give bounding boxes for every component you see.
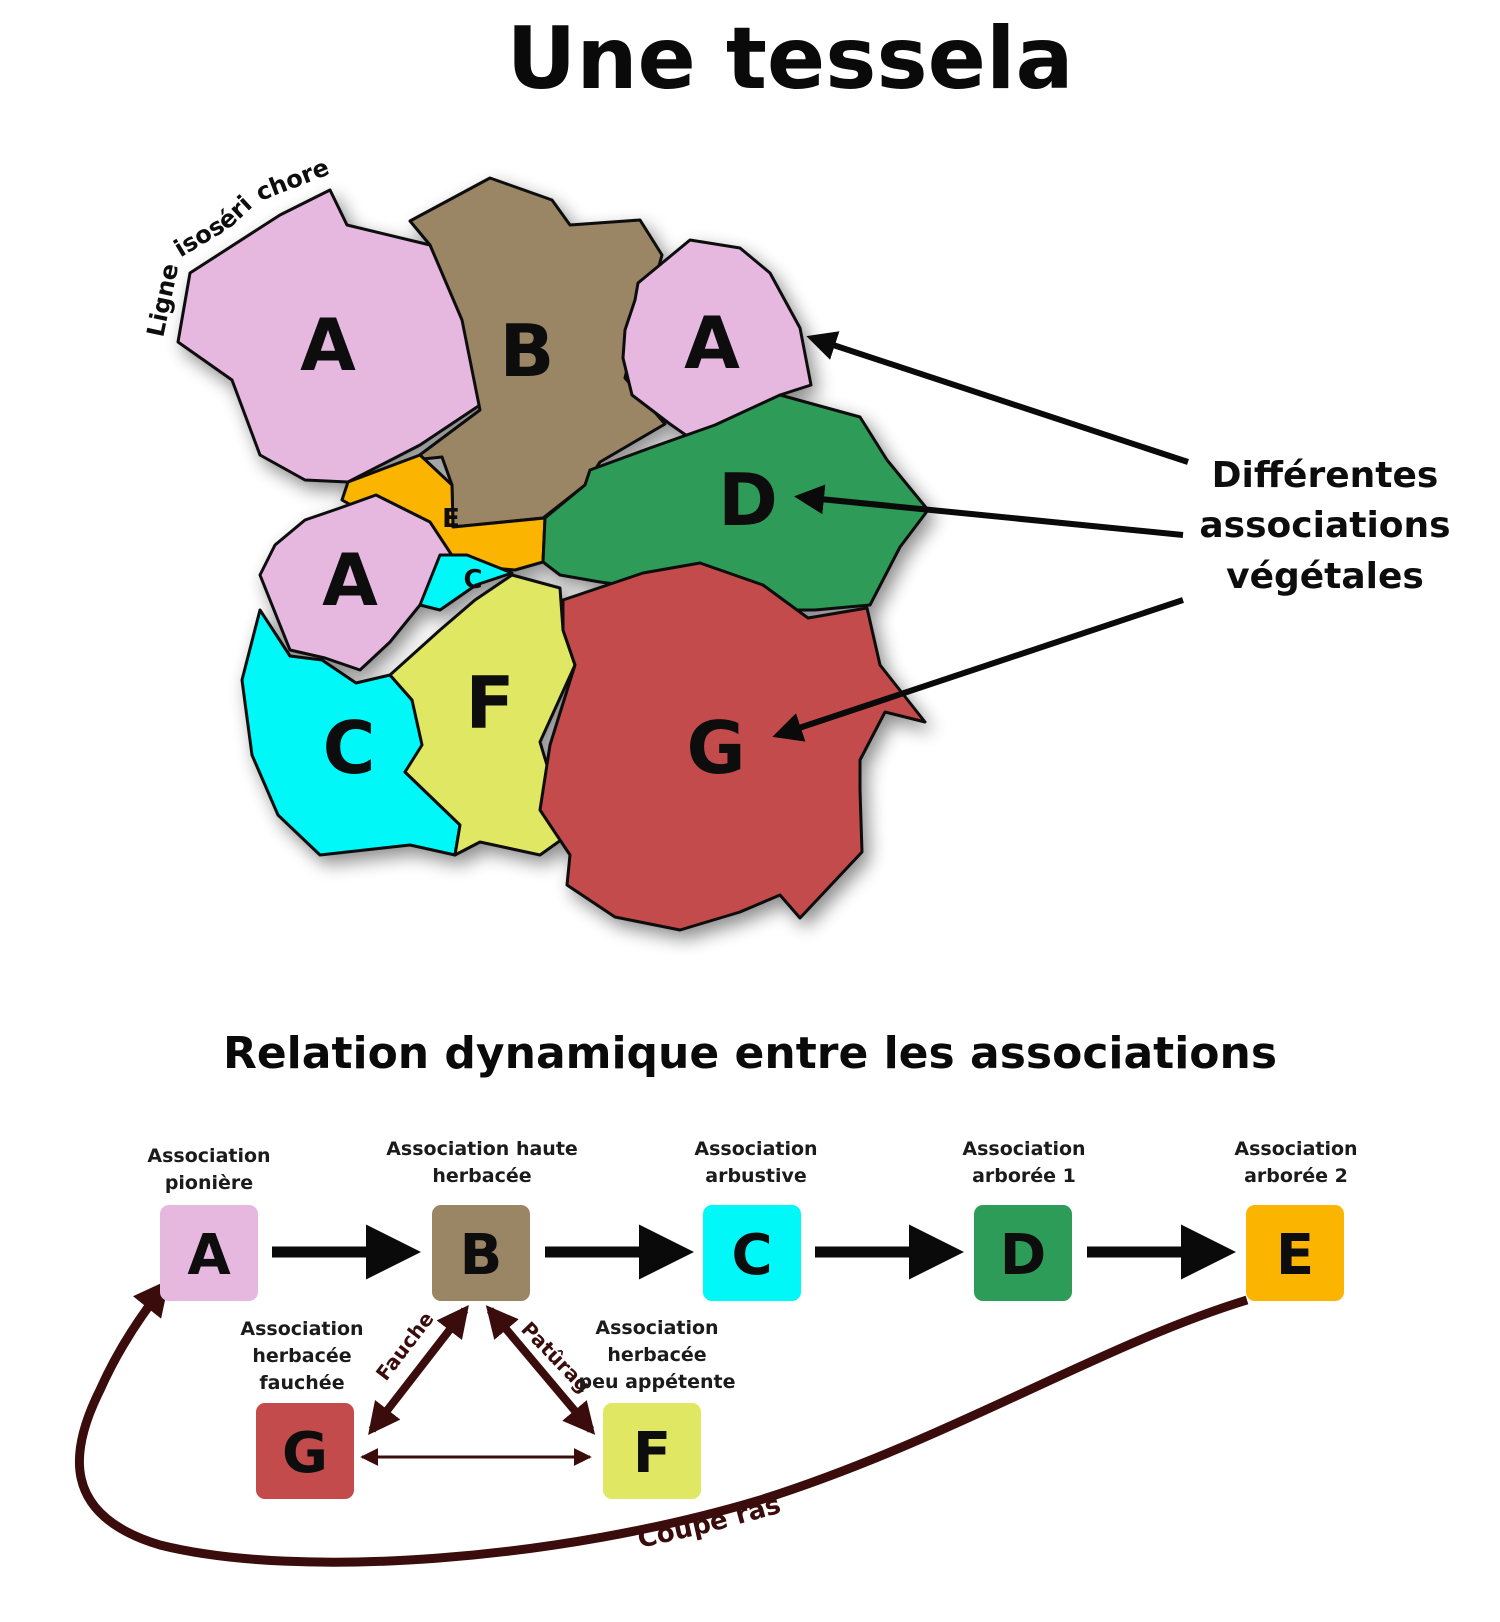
map-letter-C-small: C	[463, 565, 482, 595]
node-A-caption-1: Association	[147, 1145, 270, 1167]
map-letter-G: G	[686, 706, 745, 790]
node-B-caption-1: Association haute	[386, 1138, 578, 1160]
node-C-caption-2: arbustive	[705, 1165, 807, 1187]
node-G-letter: G	[282, 1421, 328, 1486]
node-B: B Association haute herbacée	[386, 1138, 578, 1301]
map-letters: A B A E D A C C F G	[300, 301, 778, 790]
node-E: E Association arborée 2	[1234, 1138, 1358, 1301]
coupe-rase-arrow	[74, 1279, 1249, 1567]
node-D-letter: D	[1000, 1223, 1046, 1288]
arrow-to-D	[794, 484, 1184, 538]
node-B-box	[432, 1205, 530, 1301]
node-G: G Association herbacée fauchée	[240, 1318, 364, 1499]
map-letter-A3: A	[322, 538, 378, 622]
arrow-B-G	[368, 1304, 469, 1436]
annotation-line-2: associations	[1199, 505, 1450, 546]
node-C-box	[703, 1205, 801, 1301]
node-E-caption-1: Association	[1234, 1138, 1357, 1160]
node-B-caption-2: herbacée	[432, 1165, 531, 1187]
map-region-G	[538, 561, 927, 932]
arrow-to-A	[806, 331, 1189, 465]
node-F-letter: F	[633, 1421, 671, 1486]
map-letter-C: C	[323, 706, 376, 790]
triangle-arrows	[360, 1304, 596, 1466]
node-F-caption-1: Association	[595, 1317, 718, 1339]
node-D-caption-1: Association	[962, 1138, 1085, 1160]
tessela-map	[176, 176, 930, 932]
page-title: Une tessela	[507, 9, 1074, 109]
node-D: D Association arborée 1	[962, 1138, 1086, 1301]
node-D-caption-2: arborée 1	[972, 1165, 1076, 1187]
map-letter-B: B	[500, 309, 555, 393]
map-letter-F: F	[465, 661, 514, 745]
node-B-letter: B	[460, 1223, 503, 1288]
node-A-letter: A	[187, 1223, 231, 1288]
map-letter-D: D	[718, 458, 778, 542]
node-G-caption-1: Association	[240, 1318, 363, 1340]
node-A-box	[160, 1205, 258, 1301]
node-F-caption-3: peu appétente	[578, 1371, 735, 1393]
map-region-B	[408, 176, 667, 529]
node-D-box	[974, 1205, 1072, 1301]
map-region-A3	[258, 493, 457, 672]
map-region-C-small	[418, 553, 514, 612]
annotation-line-3: végétales	[1226, 556, 1424, 597]
node-E-caption-2: arborée 2	[1244, 1165, 1348, 1187]
map-letter-A1: A	[300, 303, 356, 387]
arrow-to-G	[772, 597, 1184, 742]
node-E-letter: E	[1276, 1223, 1314, 1288]
node-F: F Association herbacée peu appétente	[578, 1317, 736, 1499]
node-A: A Association pionière	[147, 1145, 271, 1301]
node-C-caption-1: Association	[694, 1138, 817, 1160]
annotation-line-1: Différentes	[1212, 455, 1439, 496]
map-region-D	[541, 393, 930, 612]
node-G-caption-3: fauchée	[259, 1372, 344, 1394]
section-subtitle: Relation dynamique entre les association…	[223, 1028, 1277, 1079]
node-A-caption-2: pionière	[165, 1172, 253, 1194]
node-F-caption-2: herbacée	[607, 1344, 706, 1366]
arrow-B-F	[485, 1305, 596, 1435]
annotation-arrows	[772, 331, 1189, 742]
node-C: C Association arbustive	[694, 1138, 818, 1301]
map-letter-E: E	[442, 504, 460, 534]
map-letter-A2: A	[684, 301, 740, 385]
node-C-letter: C	[731, 1223, 772, 1288]
node-F-box	[603, 1403, 701, 1499]
node-G-caption-2: herbacée	[252, 1345, 351, 1367]
fauche-label: Fauche	[371, 1307, 439, 1385]
node-E-box	[1246, 1205, 1344, 1301]
node-G-box	[256, 1403, 354, 1499]
